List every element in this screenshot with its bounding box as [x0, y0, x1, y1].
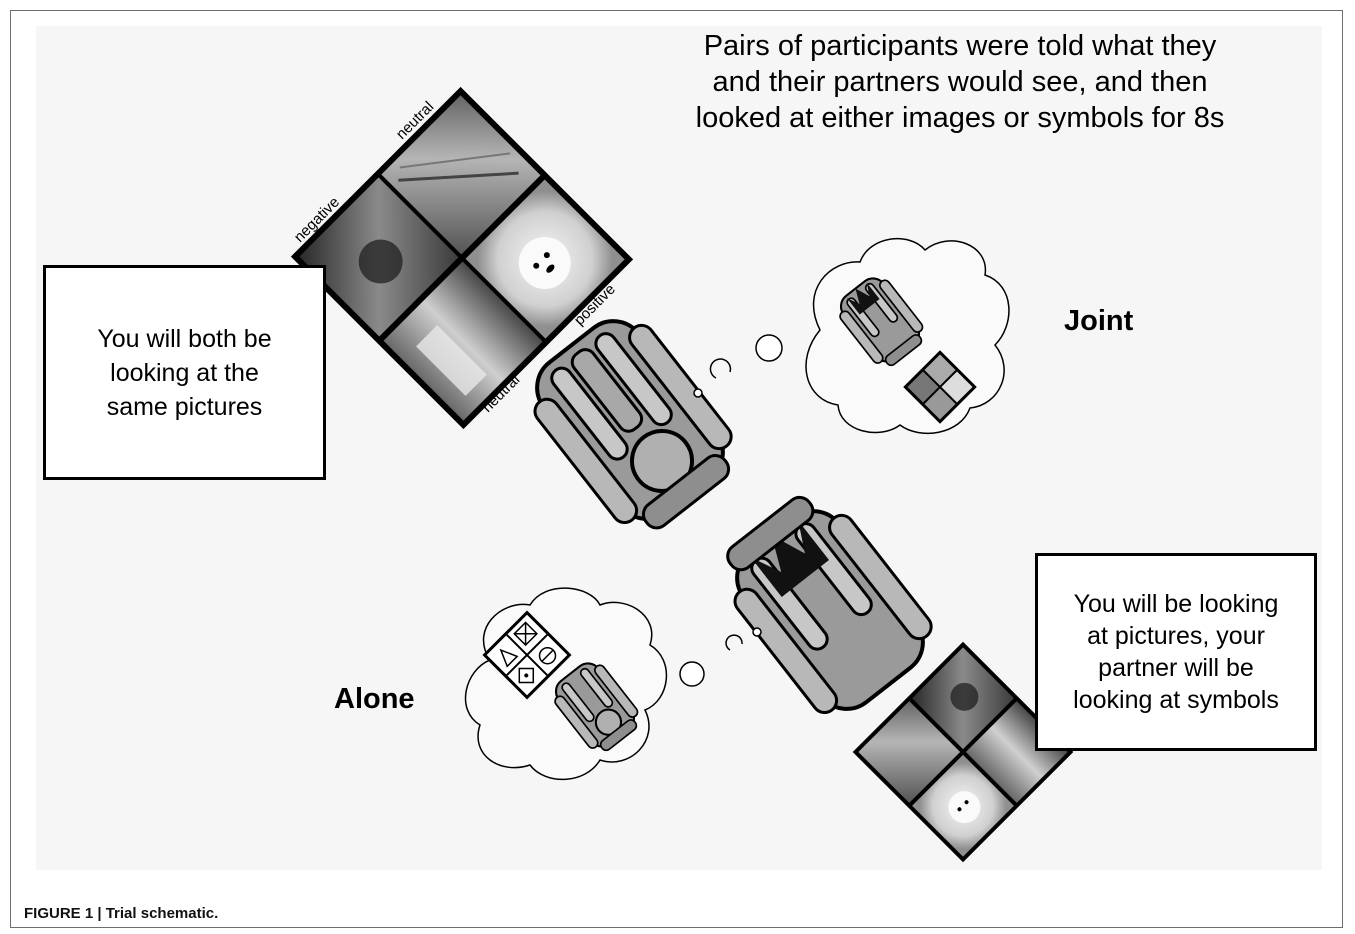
- joint-instruction-line-2: looking at the: [110, 358, 259, 387]
- joint-person-icon: [533, 319, 733, 530]
- header-line-2: and their partners would see, and then: [712, 66, 1208, 98]
- photo-neutral-bottom: [383, 261, 543, 421]
- header-line-3: looked at either images or symbols for 8…: [695, 102, 1225, 134]
- alone-instruction-line-2: at pictures, your: [1087, 622, 1265, 650]
- alone-instruction-box: You will be looking at pictures, your pa…: [1035, 553, 1317, 751]
- header-line-1: Pairs of participants were told what the…: [703, 30, 1217, 62]
- joint-thought-cloud: [805, 237, 1010, 435]
- alone-thought-bubbles: [679, 627, 762, 687]
- symbol-grid: [482, 610, 572, 700]
- joint-instruction-line-3: same pictures: [106, 392, 263, 421]
- alone-person-icon: [726, 495, 933, 715]
- joint-condition-label: Joint: [1064, 305, 1134, 337]
- joint-instruction-box: You will both be looking at the same pic…: [43, 265, 326, 480]
- figure-header-text: Pairs of participants were told what the…: [560, 28, 1355, 136]
- alone-instruction-line-3: partner will be: [1098, 654, 1254, 682]
- joint-instruction-line-1: You will both be: [97, 324, 272, 353]
- figure-caption: FIGURE 1 | Trial schematic.: [24, 905, 219, 922]
- alone-thought-cloud: [464, 587, 667, 781]
- alone-condition-label: Alone: [334, 683, 415, 715]
- photo-neutral-top: [381, 95, 541, 255]
- alone-instruction-line-4: looking at symbols: [1073, 686, 1279, 714]
- alone-instruction-line-1: You will be looking: [1073, 590, 1279, 618]
- joint-picture-grid: [290, 86, 634, 430]
- joint-thought-bubbles: [693, 334, 783, 398]
